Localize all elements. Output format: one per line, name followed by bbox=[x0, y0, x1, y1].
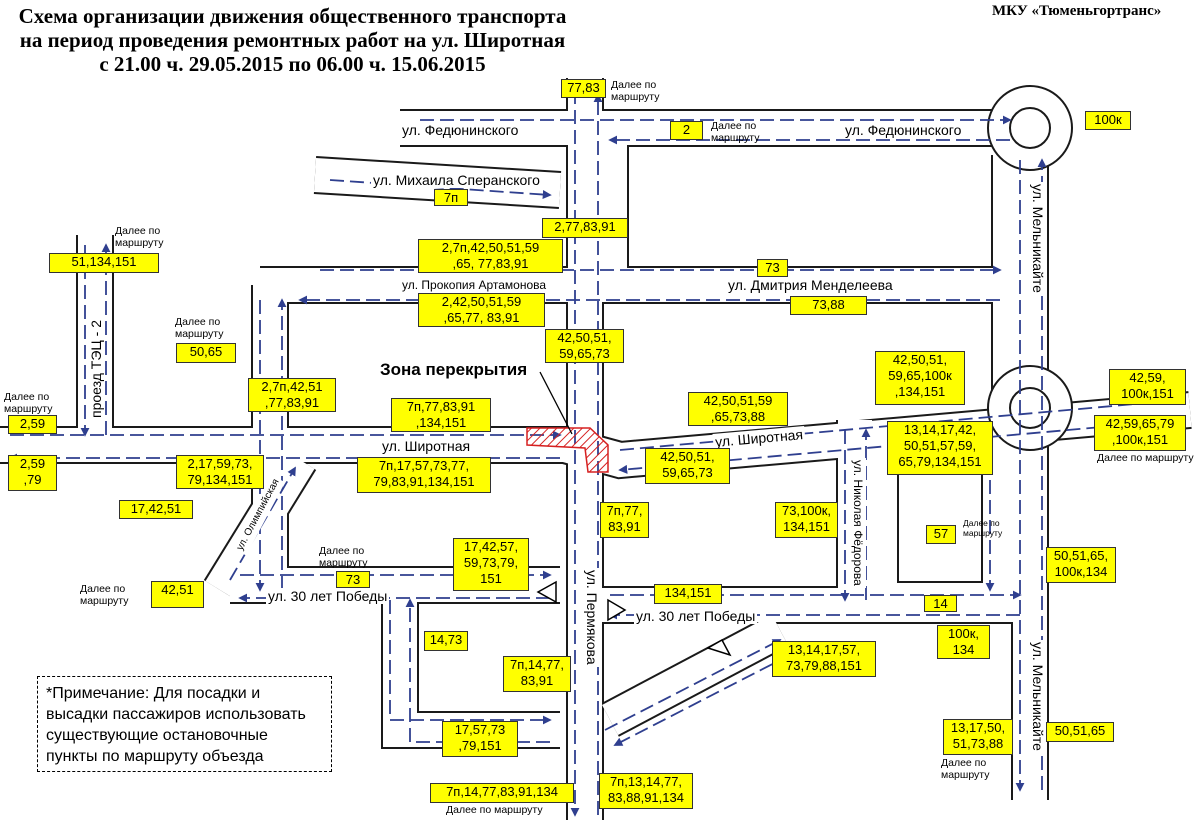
organization-name: МКУ «Тюменьгортранс» bbox=[992, 3, 1162, 19]
closure-zone-label: Зона перекрытия bbox=[380, 360, 528, 379]
continue-label: Далее по маршруту bbox=[963, 518, 1003, 538]
route-label: 7п,14,77, 83,91 bbox=[503, 656, 571, 692]
route-label: 73 bbox=[336, 571, 370, 588]
title-line-3: с 21.00 ч. 29.05.2015 по 06.00 ч. 15.06.… bbox=[99, 52, 486, 76]
route-label: 42,50,51,59 ,65,73,88 bbox=[688, 392, 788, 426]
route-label: 17,57,73 ,79,151 bbox=[442, 721, 518, 757]
route-label: 7п bbox=[434, 189, 468, 206]
route-label: 2,59 bbox=[8, 415, 57, 434]
title-line-2: на период проведения ремонтных работ на … bbox=[19, 28, 566, 52]
route-label: 50,65 bbox=[176, 343, 236, 363]
route-label: 42,59, 100к,151 bbox=[1109, 369, 1186, 405]
route-label: 7п,17,57,73,77, 79,83,91,134,151 bbox=[357, 457, 491, 493]
route-label: 13,14,17,42, 50,51,57,59, 65,79,134,151 bbox=[887, 421, 993, 475]
route-label: 51,134,151 bbox=[49, 253, 159, 273]
street-speranskogo: ул. Михаила Сперанского bbox=[371, 172, 542, 188]
continue-label: Далее по маршруту bbox=[611, 79, 660, 103]
continue-label: Далее по маршруту bbox=[446, 804, 543, 816]
street-shirotnaya-left: ул. Широтная bbox=[380, 438, 473, 454]
route-label: 100к bbox=[1085, 111, 1131, 130]
route-label: 7п,13,14,77, 83,88,91,134 bbox=[599, 773, 693, 809]
route-label: 73,100к, 134,151 bbox=[775, 502, 838, 538]
street-fedyuninskogo-left: ул. Федюнинского bbox=[400, 122, 521, 138]
route-label: 7п,77,83,91 ,134,151 bbox=[391, 398, 491, 432]
triangle-marker bbox=[607, 598, 627, 622]
zone-pointer bbox=[539, 371, 573, 435]
continue-label: Далее по маршруту bbox=[175, 316, 224, 340]
map-title: Схема организации движения общественного… bbox=[0, 4, 585, 76]
route-label: 2,17,59,73, 79,134,151 bbox=[176, 455, 264, 489]
route-label: 77,83 bbox=[561, 79, 606, 98]
street-artamonova: ул. Прокопия Артамонова bbox=[400, 277, 549, 293]
route-label: 13,14,17,57, 73,79,88,151 bbox=[772, 641, 876, 677]
route-label: 2,59 ,79 bbox=[8, 455, 57, 491]
footnote-box: *Примечание: Для посадки и высадки пасса… bbox=[37, 676, 332, 772]
closure-zone bbox=[526, 427, 609, 473]
continue-label: Далее по маршруту bbox=[4, 391, 53, 415]
continue-label: Далее по маршруту bbox=[1097, 452, 1194, 464]
route-label: 14 bbox=[924, 595, 957, 612]
route-label: 42,50,51, 59,65,73 bbox=[545, 329, 624, 363]
route-label: 42,51 bbox=[151, 581, 204, 608]
route-label: 42,50,51, 59,65,73 bbox=[645, 448, 730, 484]
route-label: 14,73 bbox=[424, 631, 468, 651]
triangle-marker bbox=[536, 580, 557, 604]
continue-label: Далее по маршруту bbox=[711, 120, 760, 144]
street-melnikayte-bottom: ул. Мельникайте bbox=[1030, 640, 1046, 753]
continue-label: Далее по маршруту bbox=[80, 583, 129, 607]
route-label: 7п,77, 83,91 bbox=[600, 502, 649, 538]
route-label: 2,42,50,51,59 ,65,77, 83,91 bbox=[418, 293, 545, 327]
street-tets-2: проезд ТЭЦ - 2 bbox=[88, 318, 104, 420]
footnote-text: *Примечание: Для посадки и высадки пасса… bbox=[46, 685, 306, 765]
route-label: 2 bbox=[670, 121, 703, 140]
street-melnikayte-top: ул. Мельникайте bbox=[1030, 182, 1046, 295]
route-label: 13,17,50, 51,73,88 bbox=[943, 719, 1013, 755]
continue-label: Далее по маршруту bbox=[319, 545, 368, 569]
title-line-1: Схема организации движения общественного… bbox=[18, 4, 567, 28]
route-label: 2,7п,42,50,51,59 ,65, 77,83,91 bbox=[418, 239, 563, 273]
street-fedyuninskogo-right: ул. Федюнинского bbox=[843, 122, 964, 138]
route-label: 73 bbox=[757, 259, 788, 277]
route-label: 73,88 bbox=[790, 296, 867, 315]
route-label: 42,50,51, 59,65,100к ,134,151 bbox=[875, 351, 965, 405]
street-permyakova: ул. Пермякова bbox=[584, 568, 600, 667]
route-label: 134,151 bbox=[654, 584, 722, 604]
route-label: 17,42,57, 59,73,79, 151 bbox=[453, 538, 529, 591]
continue-label: Далее по маршруту bbox=[941, 757, 990, 781]
route-label: 17,42,51 bbox=[119, 500, 193, 519]
route-label: 50,51,65, 100к,134 bbox=[1046, 547, 1116, 583]
route-label: 2,7п,42,51 ,77,83,91 bbox=[248, 378, 336, 412]
route-label: 57 bbox=[926, 525, 956, 544]
route-label: 7п,14,77,83,91,134 bbox=[430, 783, 574, 803]
triangle-marker bbox=[706, 638, 732, 657]
continue-label: Далее по маршруту bbox=[115, 225, 164, 249]
route-label: 50,51,65 bbox=[1046, 722, 1114, 742]
street-30-let-pobedy-right: ул. 30 лет Победы bbox=[634, 608, 758, 624]
route-label: 42,59,65,79 ,100к,151 bbox=[1094, 415, 1186, 451]
route-label: 100к, 134 bbox=[937, 625, 990, 659]
street-fedorova: ул. Николая Фёдорова bbox=[850, 458, 866, 588]
street-mendeleeva: ул. Дмитрия Менделеева bbox=[726, 277, 895, 293]
route-label: 2,77,83,91 bbox=[542, 218, 628, 238]
street-30-let-pobedy-left: ул. 30 лет Победы bbox=[266, 588, 390, 604]
